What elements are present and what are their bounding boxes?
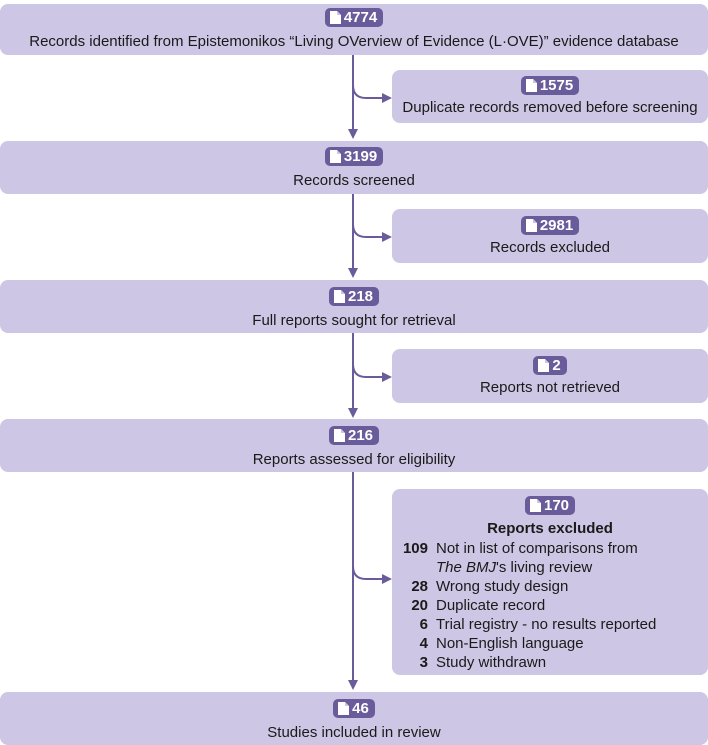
count-value: 218 — [347, 288, 374, 305]
reason-count: 109 — [402, 540, 428, 557]
count-value: 46 — [352, 700, 369, 717]
reason-text: Wrong study design — [436, 578, 569, 595]
reason-text: Study withdrawn — [436, 654, 547, 671]
reason-count: 4 — [419, 635, 428, 652]
reason-text: Duplicate record — [436, 597, 546, 614]
count-value: 2981 — [539, 217, 574, 234]
box-label: Studies included in review — [267, 724, 441, 741]
document-icon — [329, 11, 341, 24]
records-screened-box: 3199 Records screened — [0, 141, 708, 194]
count-value: 4774 — [343, 9, 378, 26]
count-value: 2 — [552, 357, 561, 374]
duplicates-removed-box: 1575 Duplicate records removed before sc… — [392, 70, 708, 123]
arrow-side-2 — [352, 223, 392, 242]
reason-text: Not in list of comparisons from — [436, 540, 638, 557]
count-badge: 3199 — [324, 147, 384, 166]
reports-assessed-box: 216 Reports assessed for eligibility — [0, 419, 708, 472]
document-icon — [525, 79, 537, 92]
document-icon — [333, 429, 345, 442]
box-label: Reports assessed for eligibility — [252, 451, 456, 468]
count-badge: 170 — [524, 496, 576, 515]
arrow-side-4 — [352, 565, 392, 584]
reason-text-italic: The BMJ — [436, 559, 497, 576]
count-badge: 216 — [328, 426, 380, 445]
studies-included-box: 46 Studies included in review — [0, 692, 708, 745]
count-value: 170 — [543, 497, 570, 514]
reports-sought-box: 218 Full reports sought for retrieval — [0, 280, 708, 333]
count-badge: 2 — [533, 356, 567, 375]
reason-text-rest: 's living review — [496, 559, 593, 576]
box-label: Records identified from Epistemonikos “L… — [29, 33, 679, 50]
reason-count: 28 — [411, 578, 428, 595]
document-icon — [529, 499, 541, 512]
box-label: Reports not retrieved — [479, 379, 621, 396]
box-label: Records excluded — [489, 239, 611, 256]
document-icon — [338, 702, 350, 715]
box-label: Duplicate records removed before screeni… — [402, 99, 698, 116]
reports-excluded-box: 170 Reports excluded 109 Not in list of … — [392, 489, 708, 675]
count-badge: 4774 — [324, 8, 384, 27]
count-badge: 218 — [328, 287, 380, 306]
exclusion-title: Reports excluded — [487, 520, 613, 537]
arrow-side-1 — [352, 84, 392, 103]
reason-count: 6 — [419, 616, 428, 633]
count-value: 1575 — [539, 77, 574, 94]
document-icon — [525, 219, 537, 232]
document-icon — [333, 290, 345, 303]
count-value: 3199 — [343, 148, 378, 165]
arrow-side-3 — [352, 363, 392, 382]
count-badge: 2981 — [520, 216, 580, 235]
box-label: Records screened — [293, 172, 415, 189]
reason-text: Trial registry - no results reported — [436, 616, 657, 633]
box-label: Full reports sought for retrieval — [252, 312, 456, 329]
count-badge: 1575 — [520, 76, 580, 95]
records-excluded-box: 2981 Records excluded — [392, 209, 708, 263]
count-value: 216 — [347, 427, 374, 444]
reason-count: 20 — [411, 597, 428, 614]
document-icon — [538, 359, 550, 372]
count-badge: 46 — [333, 699, 375, 718]
document-icon — [329, 150, 341, 163]
records-identified-box: 4774 Records identified from Epistemonik… — [0, 4, 708, 55]
reports-not-retrieved-box: 2 Reports not retrieved — [392, 349, 708, 403]
reason-count: 3 — [419, 654, 428, 671]
reason-text: Non-English language — [436, 635, 584, 652]
